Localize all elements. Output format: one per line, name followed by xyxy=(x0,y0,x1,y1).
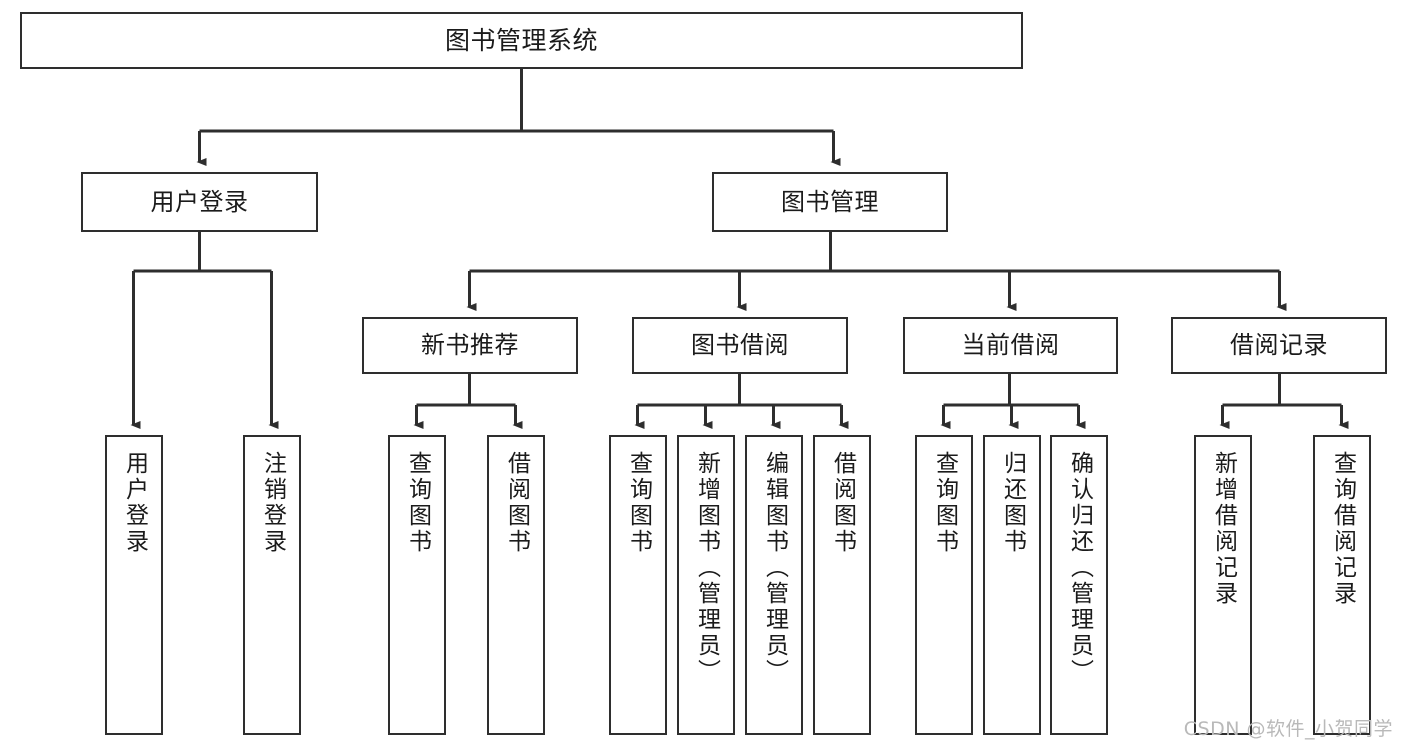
node-user-login[interactable]: 用户登录 xyxy=(81,172,318,232)
node-leaf-logout[interactable]: 注销登录 xyxy=(243,435,301,735)
node-leaf-query-book-rec[interactable]: 查询图书 xyxy=(388,435,446,735)
node-leaf-confirm-return[interactable]: 确认归还（管理员） xyxy=(1050,435,1108,735)
node-current-borrow[interactable]: 当前借阅 xyxy=(903,317,1118,374)
node-leaf-borrow-book-bb-label: 借阅图书 xyxy=(829,451,856,555)
node-new-book-recommend[interactable]: 新书推荐 xyxy=(362,317,578,374)
watermark-text: CSDN @软件_小贺同学 xyxy=(1183,718,1393,740)
node-current-borrow-label: 当前借阅 xyxy=(961,331,1060,360)
node-leaf-user-login[interactable]: 用户登录 xyxy=(105,435,163,735)
node-book-borrow-label: 图书借阅 xyxy=(691,331,789,360)
node-leaf-borrow-book-rec[interactable]: 借阅图书 xyxy=(487,435,545,735)
node-leaf-query-record[interactable]: 查询借阅记录 xyxy=(1313,435,1371,735)
node-leaf-query-book-cb-label: 查询图书 xyxy=(931,451,958,555)
node-leaf-add-record-label: 新增借阅记录 xyxy=(1210,451,1237,607)
node-leaf-borrow-book-rec-label: 借阅图书 xyxy=(503,451,530,555)
node-borrow-record[interactable]: 借阅记录 xyxy=(1171,317,1387,374)
node-new-book-recommend-label: 新书推荐 xyxy=(421,331,519,360)
node-leaf-query-book-cb[interactable]: 查询图书 xyxy=(915,435,973,735)
node-leaf-borrow-book-bb[interactable]: 借阅图书 xyxy=(813,435,871,735)
node-root[interactable]: 图书管理系统 xyxy=(20,12,1023,69)
node-leaf-user-login-label: 用户登录 xyxy=(121,451,148,555)
node-leaf-edit-book-label: 编辑图书（管理员） xyxy=(761,451,788,685)
node-leaf-edit-book[interactable]: 编辑图书（管理员） xyxy=(745,435,803,735)
node-book-borrow[interactable]: 图书借阅 xyxy=(632,317,848,374)
node-leaf-query-record-label: 查询借阅记录 xyxy=(1329,451,1356,607)
node-leaf-confirm-return-label: 确认归还（管理员） xyxy=(1066,451,1093,685)
node-leaf-query-book-bb-label: 查询图书 xyxy=(625,451,652,555)
node-user-login-label: 用户登录 xyxy=(150,187,249,216)
node-leaf-query-book-bb[interactable]: 查询图书 xyxy=(609,435,667,735)
node-leaf-return-book-label: 归还图书 xyxy=(999,451,1026,555)
node-leaf-return-book[interactable]: 归还图书 xyxy=(983,435,1041,735)
node-leaf-logout-label: 注销登录 xyxy=(259,451,286,555)
node-leaf-add-book-label: 新增图书（管理员） xyxy=(693,451,720,685)
node-book-management[interactable]: 图书管理 xyxy=(712,172,948,232)
node-root-label: 图书管理系统 xyxy=(444,25,598,55)
node-leaf-add-book[interactable]: 新增图书（管理员） xyxy=(677,435,735,735)
node-leaf-query-book-rec-label: 查询图书 xyxy=(404,451,431,555)
node-borrow-record-label: 借阅记录 xyxy=(1230,331,1328,360)
node-book-management-label: 图书管理 xyxy=(781,187,879,216)
node-leaf-add-record[interactable]: 新增借阅记录 xyxy=(1194,435,1252,735)
